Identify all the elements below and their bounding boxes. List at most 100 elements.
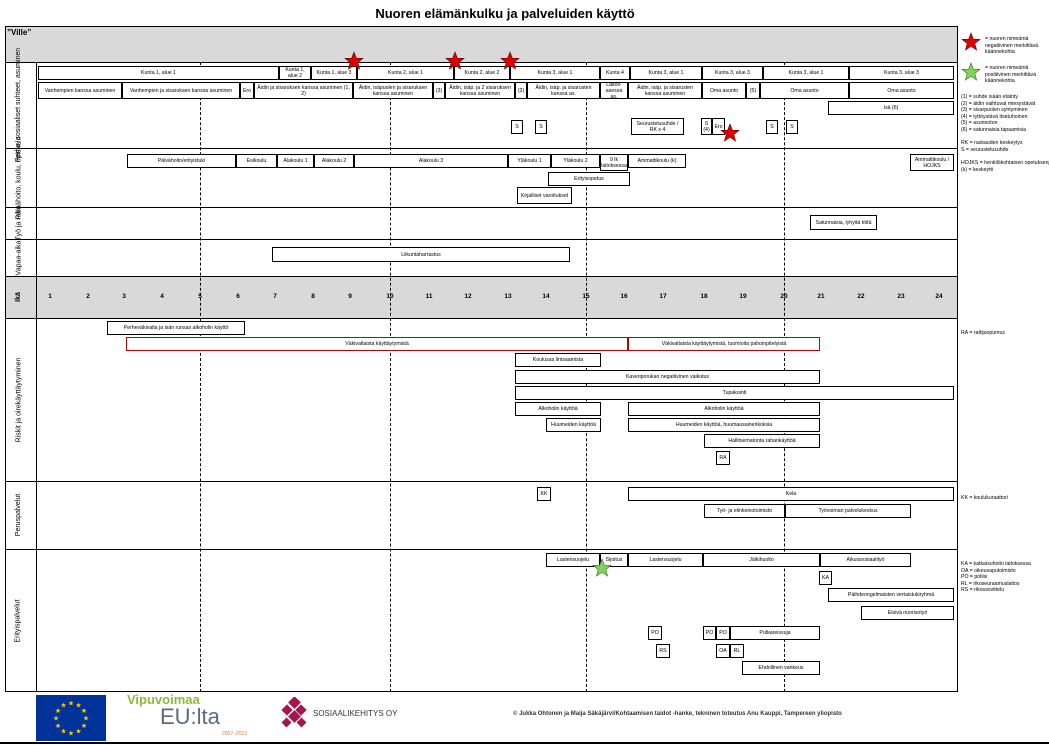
basic-service: KK (537, 487, 551, 501)
green-star-icon (592, 558, 612, 577)
family-living: Ero (240, 82, 254, 99)
risk-item: Alkoholin käyttöä (628, 402, 820, 416)
red-star-icon (445, 51, 465, 70)
eu-flag-logo: ★★★★★★★★★★★★ (36, 695, 106, 741)
school-item: Erityisopetus (548, 172, 630, 186)
age-tick: 10 (386, 293, 394, 300)
special-service: Aikuissosiaalityö (820, 553, 911, 567)
family-living: Oma asunto (849, 82, 954, 99)
special-service: Ehdollinen vankeus (742, 661, 820, 675)
special-service: PO (648, 626, 662, 640)
age-tick: 19 (739, 293, 747, 300)
school-item: Ammattikoulu / HOJKS (910, 154, 954, 171)
school-item: Kirjalliset varoitukset (517, 187, 572, 204)
family-municipality: Kunta 2, alue 2 (454, 66, 510, 80)
family-living: (3) (433, 82, 445, 99)
red-star-icon (344, 51, 364, 70)
age-tick: 13 (504, 293, 512, 300)
special-service: OA (716, 644, 730, 658)
age-tick: 5 (198, 293, 202, 300)
lane-basic: Peruspalvelut (15, 493, 23, 537)
eulta-logo: EU:lta (160, 704, 220, 729)
family-municipality: Kunta 3, alue 1 (630, 66, 702, 80)
risk-item: RA (716, 451, 730, 465)
family-municipality: Kunta 1, alue 2 (279, 66, 311, 80)
age-tick: 4 (160, 293, 164, 300)
relationship-s: S (786, 120, 798, 134)
risk-item: Hallitsematonta rahankäyttöä (704, 434, 820, 448)
eu-star-icon: ★ (75, 727, 81, 735)
school-item: Yläkoulu 1 (508, 154, 551, 168)
legend-note: (2) = äidin vaihtuvat miesystävät (961, 100, 1036, 107)
risk-item: Kaveriporukan negatiivinen vaikutus (515, 370, 820, 384)
basic-service: Työ- ja elinkeinotoimisto (704, 504, 785, 518)
special-service: RL (730, 644, 744, 658)
eu-star-icon: ★ (55, 707, 61, 715)
legend-note: (5) = asunnoton (961, 120, 998, 127)
age-tick: 23 (897, 293, 905, 300)
lane-leisure: Vapaa-aika (15, 240, 22, 275)
age-tick: 3 (122, 293, 126, 300)
vipuvoimaa-logo: Vipuvoimaa (127, 692, 200, 707)
lane-family: Perhe, sosiaaliset suhteet, asuminen (15, 47, 22, 163)
family-municipality: Kunta 2, alue 1 (357, 66, 454, 80)
legend-notes: (1) = suhde isään etäinty(2) = äidin vai… (961, 94, 1049, 173)
risk-item: Väkivaltaista käyttäytymistä, tuomioita … (628, 337, 820, 351)
risk-item: Alkoholin käyttöä (515, 402, 601, 416)
school-item: Päivähoito/erityistuki (127, 154, 236, 168)
basic-service: Kela (628, 487, 954, 501)
special-service: PO (716, 626, 730, 640)
family-living: Äidin, isäpuolen ja sisaruksen kanssa as… (353, 82, 433, 99)
leisure-item: Liikuntaharrastus (272, 247, 570, 262)
relationship-s: S (511, 120, 523, 134)
school-item: Alakoulu 2 (314, 154, 354, 168)
family-living: (5) (746, 82, 760, 99)
legend-note: HOJKS = henkilökohtainen opetuksenjärjes… (961, 159, 1049, 166)
special-service: Lastensuojelu (628, 553, 703, 567)
special-service: Lastensuojelu (546, 553, 600, 567)
legend-note: (1) = suhde isään etäinty (961, 94, 1018, 100)
relationship-s: S (535, 120, 547, 134)
age-tick: 8 (311, 293, 315, 300)
age-tick: 17 (659, 293, 667, 300)
risk-item: Tupakointi (515, 386, 954, 400)
special-service: Päihdeongelmaisten vertaistukiryhmä (828, 588, 954, 602)
risk-item: Perheväkivalta ja isän runsas alkoholin … (107, 321, 245, 335)
age-tick: 11 (425, 293, 433, 300)
lane-work: Työ ja raha (15, 205, 23, 241)
family-living: Äidin ja sisaruksen kanssa asuminen (1, … (254, 82, 353, 99)
age-tick: 16 (620, 293, 628, 300)
age-tick: 21 (817, 293, 825, 300)
risk-item: Huumeiden käyttöä (546, 418, 601, 432)
eu-star-icon: ★ (60, 702, 66, 710)
school-item: Alakoulu 3 (354, 154, 508, 168)
family-living: (3) (515, 82, 527, 99)
family-living: Vanhempien ja sisaruksen kanssa asuminen (122, 82, 240, 99)
eu-star-icon: ★ (53, 715, 59, 723)
red-star-icon (500, 51, 520, 70)
page-title: Nuoren elämänkulku ja palveluiden käyttö (375, 6, 635, 21)
age-tick: 12 (464, 293, 472, 300)
school-item: 9 lk laitoksessa (600, 154, 628, 171)
family-municipality: Kunta 3, alue 1 (763, 66, 849, 80)
sosiaalikehitys-text: SOSIAALIKEHITYS OY (313, 709, 398, 718)
empty-band (5, 42, 958, 62)
age-tick: 14 (542, 293, 550, 300)
school-item: Esikoulu (236, 154, 277, 168)
relationship-rk: Seurustelusuhde / RK x 4 (631, 118, 684, 135)
age-tick: 9 (348, 293, 352, 300)
lane-special: Erityispalvelut (15, 598, 22, 643)
green-star-icon (961, 62, 981, 81)
legend-note: S = seurustelusuhde (961, 146, 1009, 153)
school-item: Ammattikoulu (k) (628, 154, 686, 168)
legend-note: RL = rikoseuraamuslaitos (961, 580, 1020, 587)
family-living: Äidin, isäp. ja 2 sisaruksen kanssa asum… (445, 82, 515, 99)
lane-school: Päivähoito, koulu, opiskelu (15, 136, 23, 219)
school-item: Yläkoulu 2 (551, 154, 600, 168)
family-living: Äidin, isäp. ja sisarusten kanssa as. (527, 82, 600, 99)
age-tick: 18 (700, 293, 708, 300)
relationship-s: S (766, 120, 778, 134)
eu-star-icon: ★ (81, 707, 87, 715)
